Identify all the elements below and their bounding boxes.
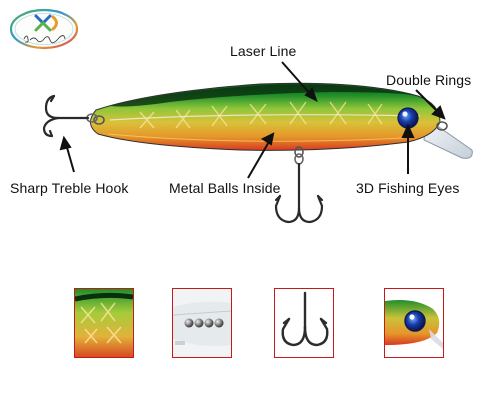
callout-metal-balls-inside: Metal Balls Inside [169,180,281,196]
scale-pattern-icon [75,289,133,357]
treble-hook-icon [275,289,333,357]
brand-logo [9,8,79,50]
tail-treble-hook [42,94,90,138]
fishing-lure-image [42,61,473,224]
thumbnail-hook-detail[interactable] [274,288,334,358]
callout-laser-line: Laser Line [230,43,297,59]
thumbnail-metal-balls-detail[interactable] [172,288,232,358]
belly-treble-hook [274,162,324,224]
3d-eye-icon [385,289,443,357]
metal-balls-icon [173,289,231,357]
thumbnail-pattern-detail[interactable] [74,288,134,358]
callout-sharp-treble-hook: Sharp Treble Hook [10,180,129,196]
callout-3d-fishing-eyes: 3D Fishing Eyes [356,180,460,196]
thumbnail-eye-detail[interactable] [384,288,444,358]
callout-double-rings: Double Rings [386,72,472,88]
